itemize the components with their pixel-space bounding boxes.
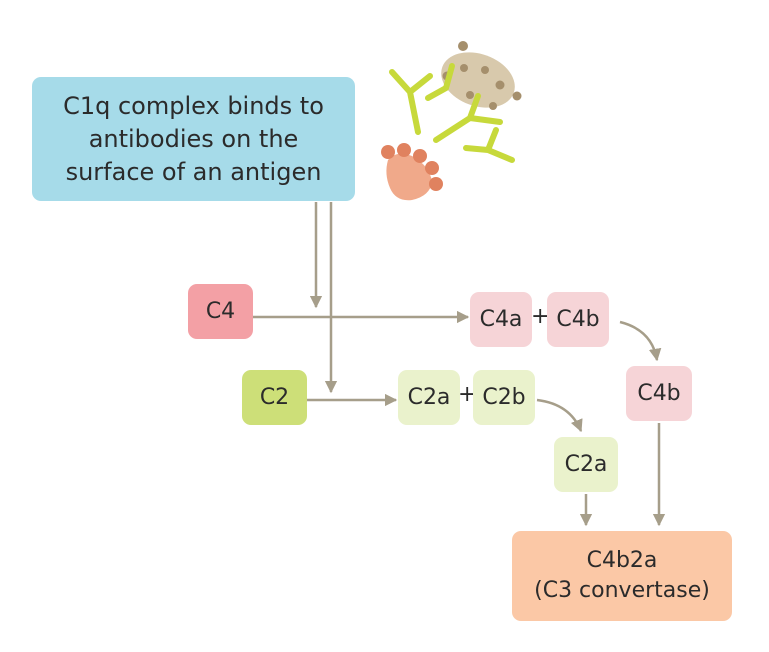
antibody-icon [389, 63, 515, 163]
convertase-description: (C3 convertase) [534, 578, 710, 603]
c4b-label: C4b [556, 307, 600, 332]
c1q-complex-icon [381, 143, 443, 201]
c2b-node: C2b [473, 370, 535, 425]
c1q-binding-text: C1q complex binds to antibodies on the s… [63, 91, 324, 186]
c4-node: C4 [188, 284, 253, 339]
c4-label: C4 [205, 299, 236, 324]
c2-node: C2 [242, 370, 307, 425]
c4a-label: C4a [479, 307, 523, 332]
c4b-node: C4b [547, 292, 609, 347]
c2a-product-node: C2a [554, 437, 618, 492]
c2b-label: C2b [482, 385, 526, 410]
convertase-name: C4b2a [586, 548, 658, 573]
c3-convertase-box: C4b2a (C3 convertase) [512, 531, 732, 621]
arrow-c2b-to-c2a [536, 398, 583, 433]
antigen-antibody-complex-icon [381, 41, 522, 201]
connector-lines [253, 202, 666, 527]
arrow-c4b-to-c4b [619, 320, 662, 362]
c1q-binding-box: C1q complex binds to antibodies on the s… [32, 77, 355, 201]
c2-label: C2 [259, 385, 290, 410]
c4b-product-node: C4b [626, 366, 692, 421]
c4b-product-label: C4b [637, 381, 681, 406]
c2a-node: C2a [398, 370, 460, 425]
plus-sign-c2: + [458, 382, 477, 407]
bacterium-icon [441, 41, 522, 110]
c2a-label: C2a [407, 385, 451, 410]
c2a-product-label: C2a [564, 452, 608, 477]
plus-sign-c4: + [531, 304, 550, 329]
c4a-node: C4a [470, 292, 532, 347]
